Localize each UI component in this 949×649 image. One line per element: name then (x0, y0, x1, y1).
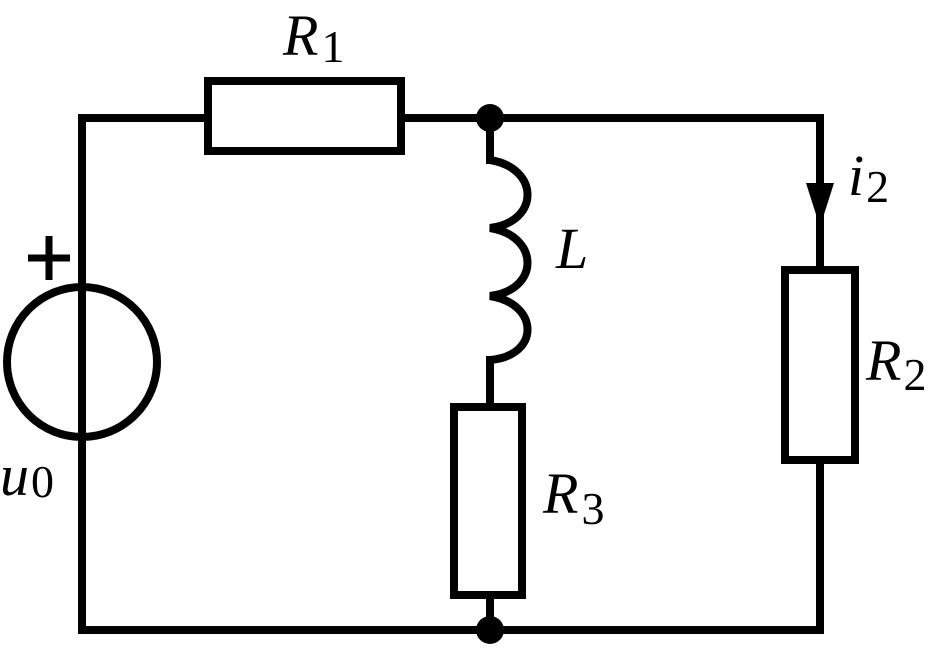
label-r2: R2 (865, 328, 926, 400)
label-inductor: L (555, 216, 588, 281)
label-current-i2: i2 (848, 143, 889, 212)
label-r1: R1 (282, 3, 344, 72)
resistor-r3 (450, 403, 526, 599)
plus-sign (28, 236, 70, 280)
junction-top (476, 104, 504, 132)
inductor-coil (486, 156, 532, 364)
current-arrow-icon (806, 183, 834, 227)
resistor-r2 (781, 266, 859, 464)
label-r3: R3 (542, 461, 604, 534)
voltage-source-circle (3, 283, 161, 441)
label-source-u0: u0 (0, 443, 54, 508)
resistor-r1 (204, 77, 405, 155)
junction-bottom (476, 616, 504, 644)
